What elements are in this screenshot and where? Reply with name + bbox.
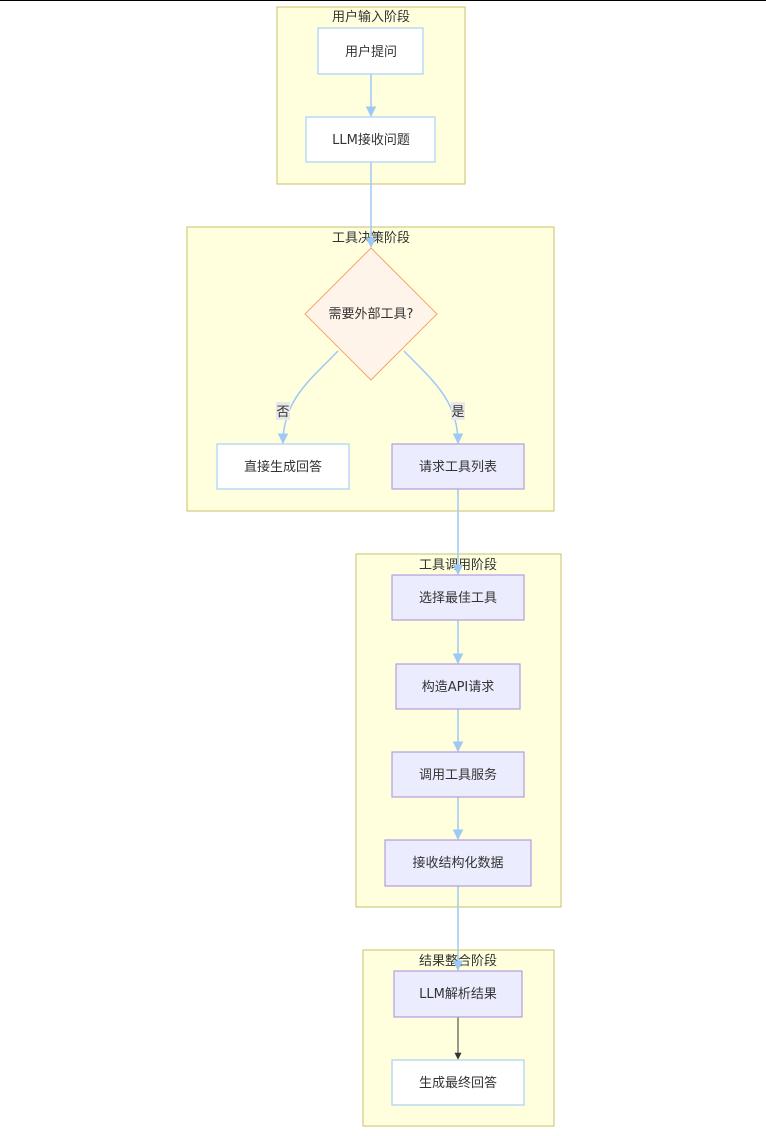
svg-text:LLM接收问题: LLM接收问题: [332, 132, 410, 148]
edge-label-yes: 是: [451, 402, 465, 420]
node-request-tools: 请求工具列表: [391, 443, 525, 490]
edges: [277, 74, 464, 1060]
node-direct-answer: 直接生成回答: [216, 443, 350, 490]
node-user-question: 用户提问: [317, 27, 424, 75]
svg-text:直接生成回答: 直接生成回答: [244, 459, 322, 475]
svg-text:选择最佳工具: 选择最佳工具: [419, 591, 497, 606]
svg-text:生成最终回答: 生成最终回答: [419, 1075, 497, 1091]
node-llm-receive: LLM接收问题: [305, 116, 436, 163]
svg-text:需要外部工具?: 需要外部工具?: [329, 307, 414, 322]
edge-yes: [403, 350, 464, 445]
svg-text:构造API请求: 构造API请求: [422, 680, 495, 695]
node-final-answer: 生成最终回答: [391, 1059, 525, 1106]
node-receive-data: 接收结构化数据: [384, 839, 532, 887]
node-build-api: 构造API请求: [395, 663, 521, 710]
node-llm-parse: LLM解析结果: [393, 970, 523, 1018]
svg-text:LLM解析结果: LLM解析结果: [419, 987, 497, 1002]
svg-text:接收结构化数据: 接收结构化数据: [412, 855, 503, 871]
edge-no: [277, 350, 339, 445]
node-select-tool: 选择最佳工具: [391, 574, 525, 621]
svg-text:用户提问: 用户提问: [345, 44, 397, 60]
cluster-title: 用户输入阶段: [332, 9, 410, 25]
edge-label-no: 否: [276, 402, 290, 420]
svg-text:是: 是: [451, 405, 464, 420]
svg-text:调用工具服务: 调用工具服务: [419, 767, 497, 783]
decision-need-tool: 需要外部工具?: [304, 247, 438, 381]
svg-text:请求工具列表: 请求工具列表: [419, 460, 497, 475]
node-call-service: 调用工具服务: [391, 751, 525, 798]
svg-text:否: 否: [276, 405, 289, 420]
